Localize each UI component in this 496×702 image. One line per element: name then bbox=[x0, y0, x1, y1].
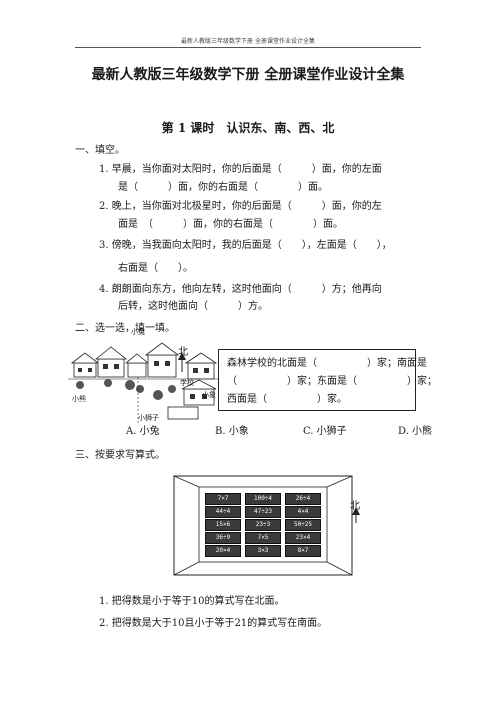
q1-line1: 1. 早晨，当你面对太阳时，你的后面是（ ）面，你的左面 bbox=[99, 164, 382, 175]
expression-card: 100÷4 bbox=[245, 493, 281, 505]
expression-card: 50÷25 bbox=[285, 519, 321, 531]
option-d: D. 小熊 bbox=[398, 426, 433, 437]
expression-card: 26÷4 bbox=[285, 493, 321, 505]
expression-card: 3×3 bbox=[245, 545, 281, 557]
expression-card: 44÷4 bbox=[205, 506, 241, 518]
grid-north-arrow-icon bbox=[352, 507, 360, 523]
map-north-arrow-icon bbox=[178, 352, 186, 372]
header-rule bbox=[75, 47, 421, 48]
expression-card: 23×4 bbox=[285, 532, 321, 544]
room-outline bbox=[173, 475, 353, 576]
expression-card: 36÷9 bbox=[205, 532, 241, 544]
running-header: 最新人教版三年级数学下册 全册课堂作业设计全集 bbox=[181, 38, 315, 45]
q4-line2: 后转，这时他面向（ ）方。 bbox=[118, 301, 268, 312]
expression-card: 4×4 bbox=[285, 506, 321, 518]
grid-north-label: 北 bbox=[350, 501, 360, 512]
q3-line1: 3. 傍晚，当我面向太阳时，我的后面是（ ），左面是（ ）， bbox=[99, 240, 392, 251]
map-north-label: 北 bbox=[178, 347, 188, 358]
q4-line1: 4. 朗朗面向东方，他向左转，这时他面向（ ）方；他再向 bbox=[99, 284, 382, 295]
section2-heading: 二、选一选，填一填。 bbox=[75, 323, 175, 334]
box-line-1: 森林学校的北面是（ ）家；南面是 bbox=[227, 358, 427, 369]
expression-card: 23÷3 bbox=[245, 519, 281, 531]
room-card-grid: 7×7 100÷4 26÷4 44÷4 47÷23 4×4 15×6 23÷3 50÷25 36÷… bbox=[173, 475, 353, 576]
map-drawing bbox=[68, 342, 218, 425]
page-title: 最新人教版三年级数学下册 全册课堂作业设计全集 bbox=[91, 67, 405, 83]
expression-card: 8×7 bbox=[285, 545, 321, 557]
option-a: A. 小兔 bbox=[126, 426, 160, 437]
expression-card: 7×7 bbox=[205, 493, 241, 505]
box-line-2: （ ）家；东面是（ ）家； bbox=[227, 376, 437, 387]
map-label-school: 学校 bbox=[180, 379, 194, 387]
option-c: C. 小狮子 bbox=[303, 426, 347, 437]
lesson-title: 第 1 课时 认识东、南、西、北 bbox=[161, 121, 335, 135]
task-2: 2. 把得数是大于10且小于等于21的算式写在南面。 bbox=[99, 618, 328, 629]
q2-line1: 2. 晚上，当你面对北极星时，你的后面是（ ）面，你的左 bbox=[99, 201, 382, 212]
q3-line2: 右面是（ ）。 bbox=[118, 263, 193, 274]
expression-card: 20×4 bbox=[205, 545, 241, 557]
map-label-rabbit: 小兔 bbox=[131, 328, 145, 336]
section3-heading: 三、按要求写算式。 bbox=[75, 450, 165, 461]
expression-card: 7×5 bbox=[245, 532, 281, 544]
forest-map-illustration bbox=[68, 333, 218, 425]
fill-in-box: 森林学校的北面是（ ）家；南面是 （ ）家；东面是（ ）家； 西面是（ ）家。 bbox=[218, 349, 437, 411]
map-label-lion: 小狮子 bbox=[138, 414, 159, 422]
option-b: B. 小象 bbox=[215, 426, 249, 437]
map-label-elephant: 小象 bbox=[202, 391, 216, 399]
task-1: 1. 把得数是小于等于10的算式写在北面。 bbox=[99, 596, 285, 607]
expression-card: 15×6 bbox=[205, 519, 241, 531]
q2-line2: 面是 （ ）面，你的右面是（ ）面。 bbox=[118, 219, 343, 230]
q1-line2: 是（ ）面，你的右面是（ ）面。 bbox=[118, 182, 328, 193]
box-line-3: 西面是（ ）家。 bbox=[227, 394, 347, 405]
map-label-bear: 小熊 bbox=[72, 395, 86, 403]
expression-card: 47÷23 bbox=[245, 506, 281, 518]
section1-heading: 一、填空。 bbox=[75, 145, 125, 156]
